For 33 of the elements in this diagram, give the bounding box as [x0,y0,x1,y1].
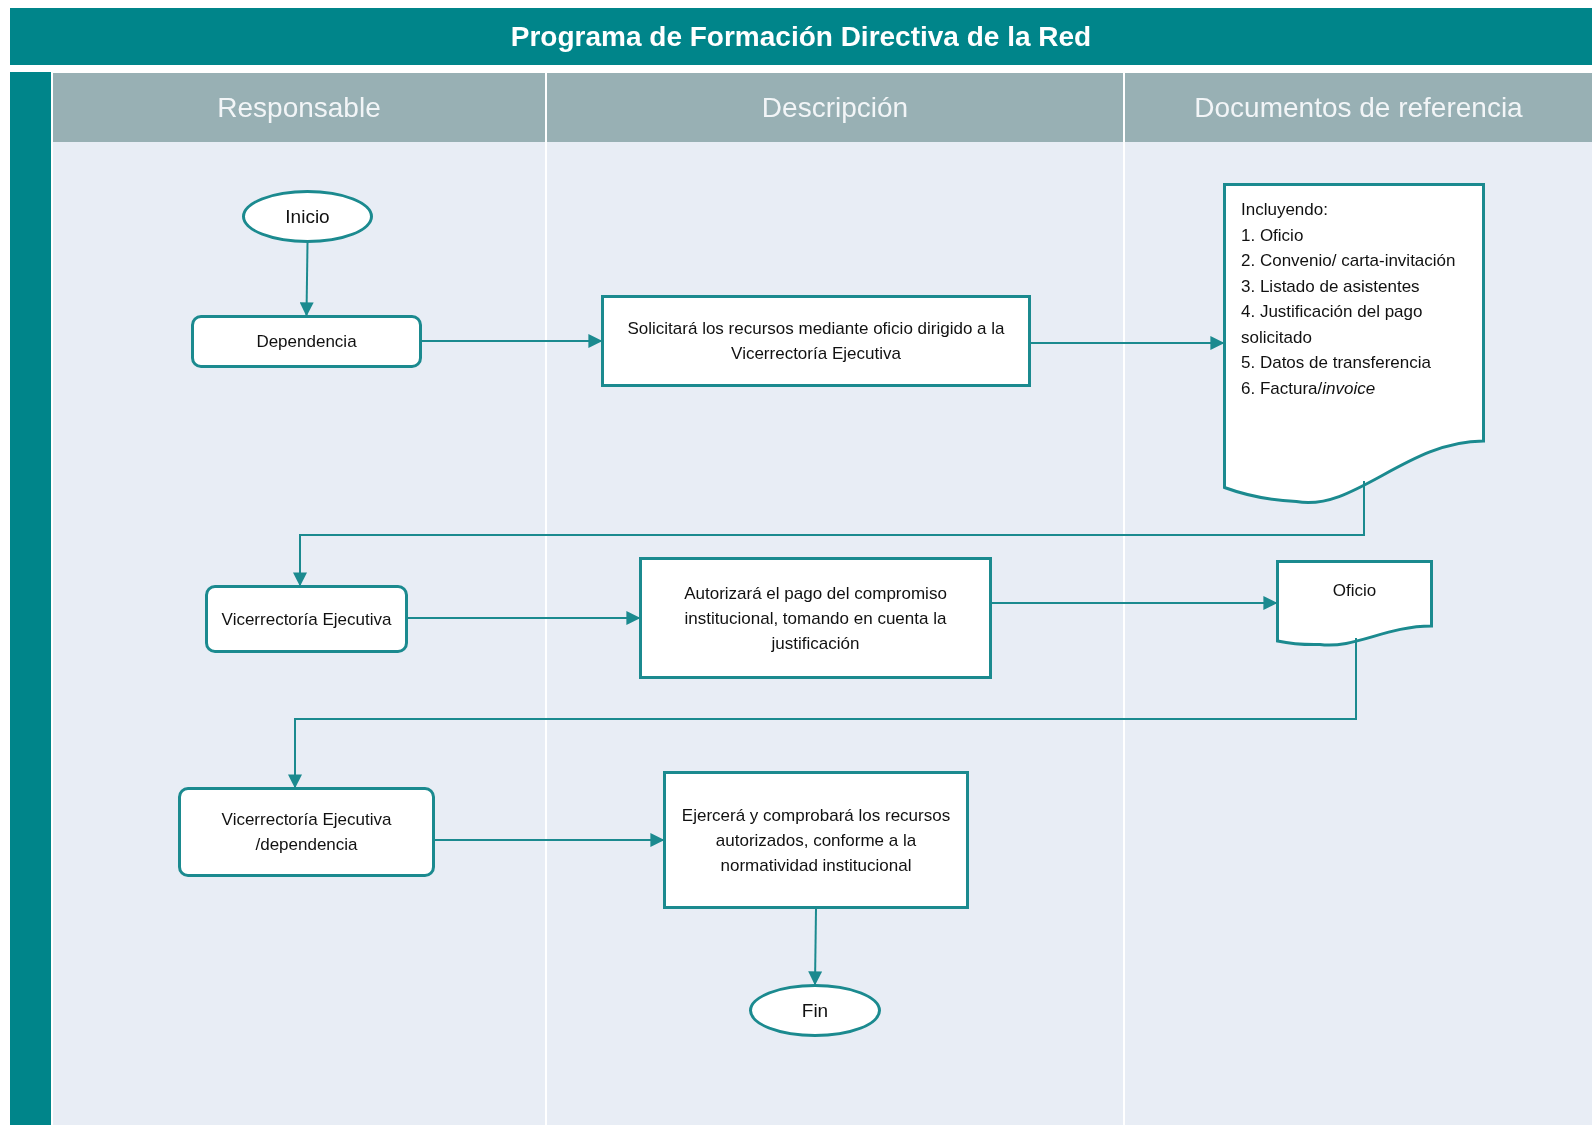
arrow [421,334,603,348]
arrow [407,611,641,625]
swimlane [547,73,1123,1125]
list-item: 2. Convenio/ carta-invitación [1241,250,1456,272]
arrow [299,242,314,317]
list-item: 4. Justificación del pago solicitado [1241,301,1424,349]
terminator-ellipse: Fin [749,984,881,1037]
process-box: Solicitará los recursos mediante oficio dirigido a la Vicerrectoría Ejecutiva [601,295,1031,387]
arrow [991,596,1278,610]
document-label: Oficio [1332,580,1377,602]
swimlane [1125,73,1592,1125]
arrow [434,833,665,847]
lane-header: Documentos de referencia [1125,73,1592,142]
process-box: Ejercerá y comprobará los recursos autorizados, conforme a la normatividad institucional [663,771,969,909]
lane-header: Descripción [547,73,1123,142]
list-item: 5. Datos de transferencia [1241,352,1431,374]
arrow [288,637,1357,789]
arrow [808,908,823,986]
lane-header: Responsable [53,73,545,142]
list-item: 3. Listado de asistentes [1241,275,1420,298]
title-banner: Programa de Formación Directiva de la Red [10,8,1592,65]
terminator-ellipse: Inicio [242,190,373,243]
process-box: Vicerrectoría Ejecutiva [205,585,408,653]
list-item: 1. Oficio [1241,224,1304,247]
list-heading: Incluyendo: [1241,199,1328,221]
process-box: Autorizará el pago del compromiso institucional, tomando en cuenta la justificación [639,557,992,679]
process-box: Dependencia [191,315,422,368]
swimlane [53,73,545,1125]
arrow [1030,336,1225,350]
arrow [293,480,1365,587]
process-box: Vicerrectoría Ejecutiva /dependencia [178,787,435,877]
side-bar [10,72,51,1125]
list-item: 6. Factura/invoice [1241,377,1376,400]
